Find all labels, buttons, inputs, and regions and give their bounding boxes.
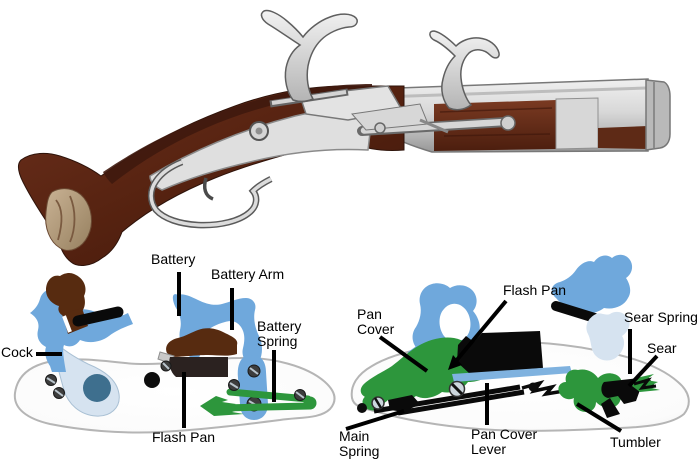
label-sear-spring: Sear Spring	[624, 309, 698, 325]
pan-cover-lever-bar	[452, 366, 572, 382]
cock-head	[46, 272, 86, 317]
pistol-lock-mechanism	[249, 85, 449, 141]
main-spring-part	[373, 379, 565, 416]
flash-pan-leader-arrowhead	[448, 355, 462, 370]
flash-pan-part	[169, 357, 228, 377]
label-battery: Battery	[151, 251, 196, 267]
pistol-forestock-streak	[439, 107, 553, 137]
sear-spring-part	[586, 311, 630, 361]
cock-jaw-screw	[62, 315, 72, 333]
pistol-forestock-tip	[598, 126, 648, 149]
battery-spring-part	[200, 388, 317, 416]
main-spring-leader-line	[345, 409, 405, 431]
label-cock: Cock	[1, 344, 33, 360]
pistol-butt-inlay-streaks	[55, 195, 76, 243]
plate-hole-left	[357, 403, 367, 413]
flash-pan-interior-hole	[439, 303, 471, 342]
sear-leader-line	[627, 354, 659, 388]
lockplate-hole	[144, 372, 160, 388]
label-tumbler: Tumbler	[610, 434, 661, 450]
lock-interior-diagram	[345, 254, 690, 433]
flash-pan-wedge	[457, 331, 543, 374]
cock-body	[30, 289, 133, 372]
label-main-spring: Main Spring	[339, 428, 380, 459]
pistol-butt-inlay	[45, 188, 92, 251]
lock-exterior-diagram	[13, 272, 336, 434]
left-leader-lines	[36, 272, 276, 428]
label-sear: Sear	[647, 340, 677, 356]
flintlock-pistol-illustration	[18, 9, 671, 266]
sear-nose-detail	[633, 377, 657, 390]
label-battery-spring: Battery Spring	[257, 318, 302, 349]
flash-pan-interior-leader-line	[454, 299, 508, 363]
pan-cover-leader-line	[378, 335, 429, 373]
pistol-battery	[429, 30, 500, 111]
right-leader-lines	[345, 299, 659, 433]
label-pan-cover: Pan Cover	[357, 306, 395, 337]
tumbler-axle	[83, 374, 111, 402]
pistol-barrel-band	[555, 97, 599, 150]
label-battery-arm: Battery Arm	[211, 266, 285, 282]
flint	[72, 306, 124, 327]
tumbler-leader-line	[575, 402, 623, 433]
label-pan-cover-lever: Pan Cover Lever	[471, 426, 538, 457]
pan-cover-exterior	[166, 328, 238, 357]
bridle-screw-large	[448, 380, 466, 398]
pistol-trigger	[202, 177, 214, 201]
lockplate-screws	[45, 360, 306, 401]
flint-interior	[551, 301, 603, 324]
cock-interior	[551, 254, 633, 314]
plate-hole-mid	[528, 382, 538, 392]
bridle-screw-small	[371, 396, 385, 410]
battery-arm-screw-top	[247, 364, 261, 378]
pistol-trigger-guard	[147, 158, 273, 229]
label-flash-pan-right: Flash Pan	[503, 282, 567, 298]
pistol-muzzle	[645, 79, 671, 151]
pistol-cock	[260, 9, 358, 103]
label-flash-pan-left: Flash Pan	[152, 429, 216, 445]
